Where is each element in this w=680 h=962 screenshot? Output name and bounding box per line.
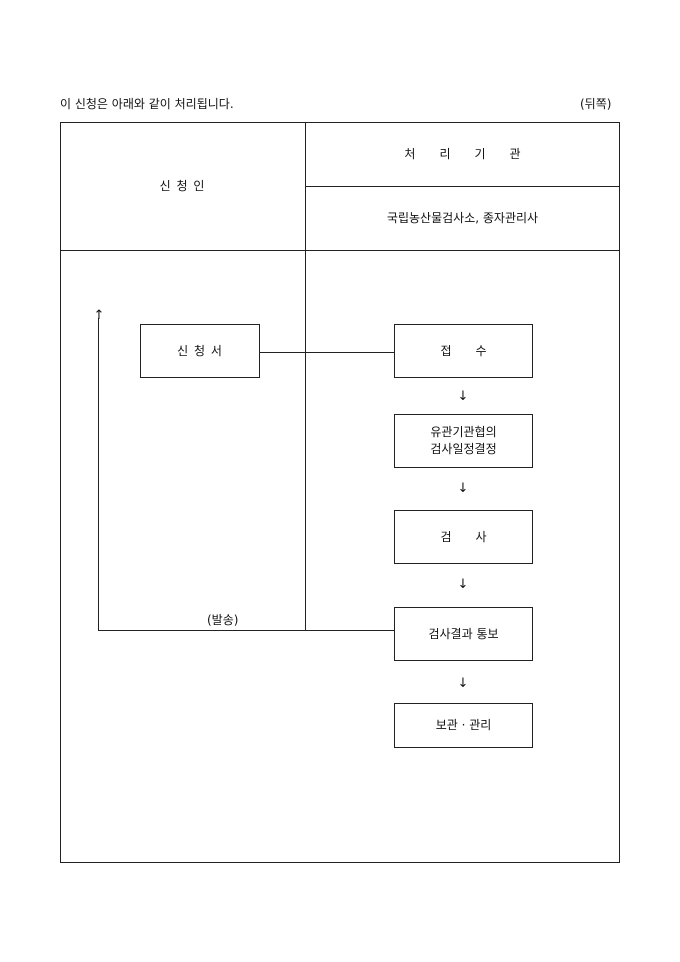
step-result-notice-box: 검사결과 통보 xyxy=(394,607,533,661)
step-receipt-box: 접 수 xyxy=(394,324,533,378)
up-arrow-icon: ↑ xyxy=(93,308,105,323)
header-bottom-divider xyxy=(60,250,620,251)
step-label: 보관 · 관리 xyxy=(435,718,492,732)
step-inspection-box: 검 사 xyxy=(394,510,533,564)
down-arrow-icon: ↓ xyxy=(457,481,469,496)
application-form-label: 신 청 서 xyxy=(177,343,223,358)
dispatch-label: (발송) xyxy=(207,613,239,627)
process-table xyxy=(60,122,620,863)
agency-name: 국립농산물검사소, 종자관리사 xyxy=(386,211,539,225)
step-label: 검 사 xyxy=(440,529,487,544)
applicant-header: 신 청 인 xyxy=(159,179,206,193)
down-arrow-icon: ↓ xyxy=(457,676,469,691)
agency-header: 처 리 기 관 xyxy=(404,147,521,161)
applicant-header-cell: 신 청 인 xyxy=(60,122,305,250)
step-label-line2: 검사일정결정 xyxy=(430,442,497,456)
down-arrow-icon: ↓ xyxy=(457,577,469,592)
down-arrow-icon: ↓ xyxy=(457,389,469,404)
step-consultation-box: 유관기관협의 검사일정결정 xyxy=(394,414,533,468)
submit-connector xyxy=(259,352,394,353)
application-form-box: 신 청 서 xyxy=(140,324,260,378)
intro-text: 이 신청은 아래와 같이 처리됩니다. xyxy=(60,97,234,111)
return-line xyxy=(98,318,99,630)
back-side-label: (뒤쪽) xyxy=(580,97,612,111)
agency-header-divider xyxy=(305,186,620,187)
agency-header-cell: 처 리 기 관 xyxy=(305,122,620,186)
step-label: 유관기관협의 xyxy=(430,425,497,439)
step-storage-box: 보관 · 관리 xyxy=(394,703,533,748)
step-label: 검사결과 통보 xyxy=(428,626,499,641)
agency-name-cell: 국립농산물검사소, 종자관리사 xyxy=(305,186,620,250)
column-divider xyxy=(305,122,306,630)
step-label: 접 수 xyxy=(440,343,487,358)
dispatch-connector xyxy=(98,630,395,631)
